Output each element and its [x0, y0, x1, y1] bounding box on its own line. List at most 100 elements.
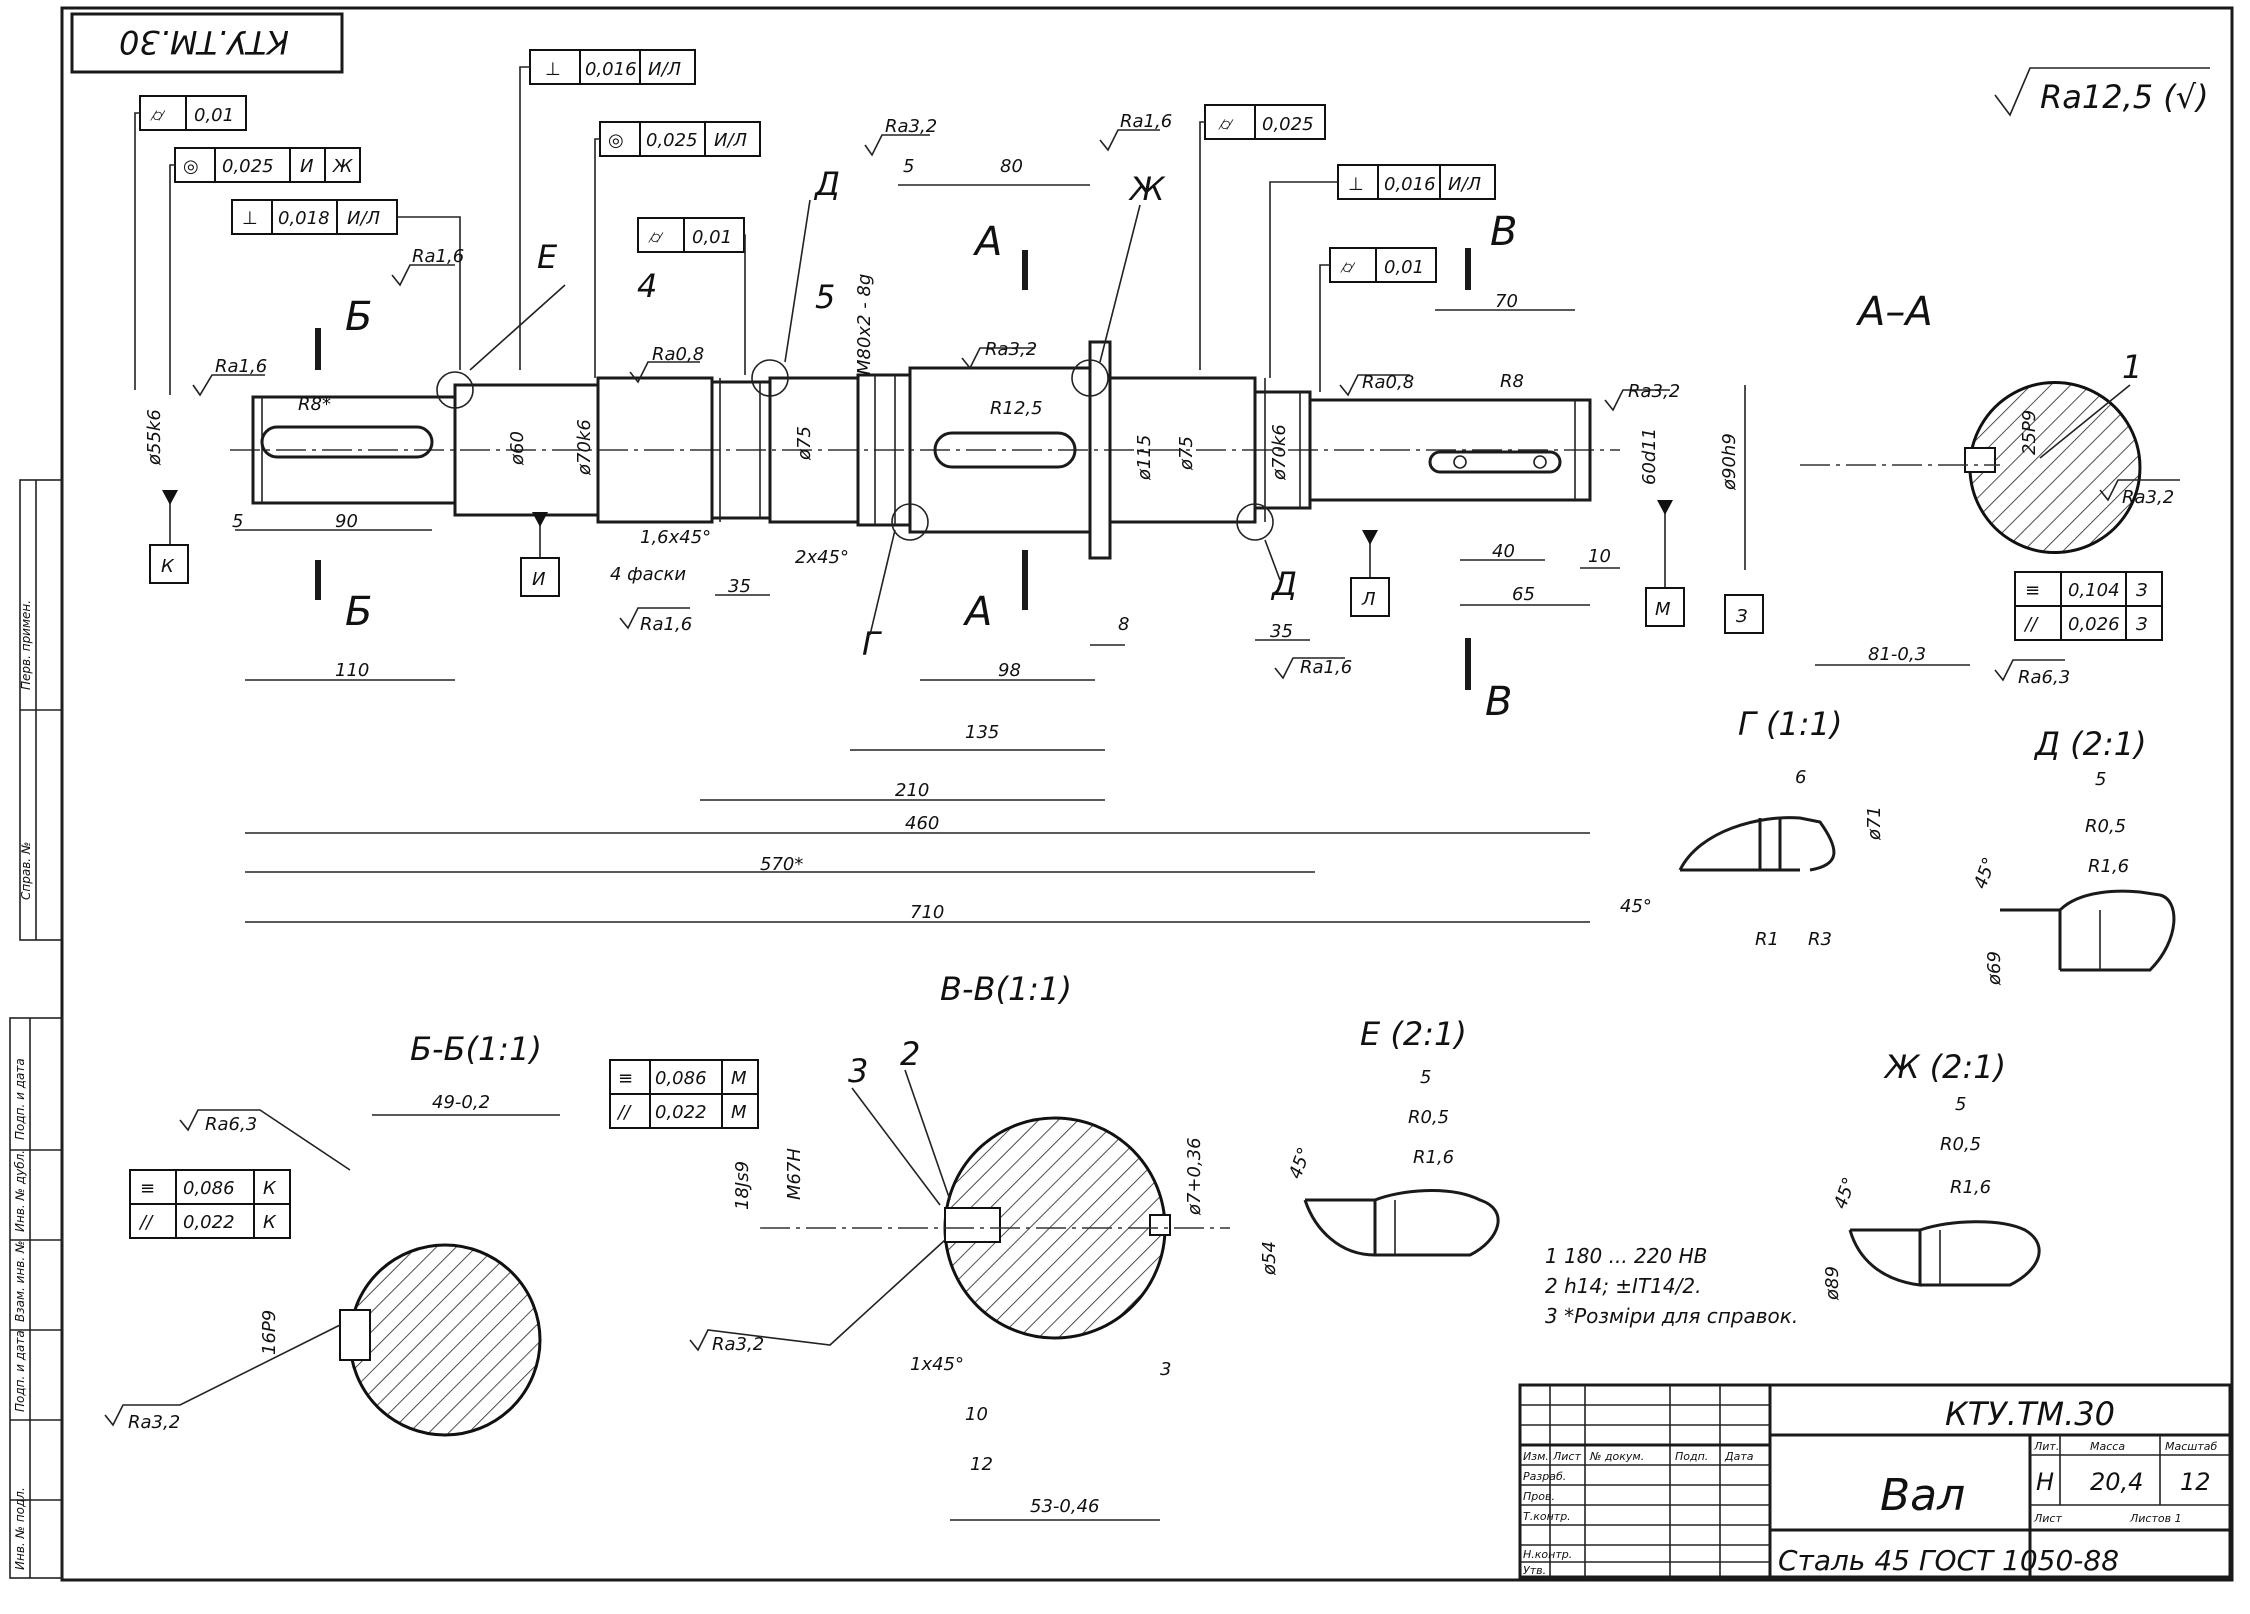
svg-text:210: 210 [895, 780, 929, 801]
svg-text:К: К [263, 1212, 277, 1233]
svg-text:81-0,3: 81-0,3 [1868, 644, 1926, 665]
detail-circle-zh [1071, 359, 1109, 397]
svg-text:2: 2 [900, 1035, 920, 1073]
svg-text:Е (2:1): Е (2:1) [1360, 1015, 1467, 1053]
svg-text:И/Л: И/Л [1448, 174, 1482, 195]
svg-text:З: З [1736, 606, 1748, 627]
svg-text:53-0,46: 53-0,46 [1030, 1496, 1099, 1517]
svg-text:0,025: 0,025 [1262, 114, 1314, 135]
side-strip-label-3: Подп. и дата [13, 1058, 27, 1140]
svg-text:135: 135 [965, 722, 999, 743]
svg-text:0,01: 0,01 [194, 105, 234, 126]
shaft-main-view [230, 340, 1620, 560]
svg-text:Подп.: Подп. [1675, 1450, 1708, 1463]
svg-text:35: 35 [1270, 621, 1293, 642]
svg-text:ø89: ø89 [1822, 1266, 1843, 1301]
svg-text:ø90h9: ø90h9 [1719, 433, 1740, 491]
svg-text:5: 5 [903, 156, 914, 177]
svg-text:110: 110 [335, 660, 369, 681]
svg-text:ø55k6: ø55k6 [144, 409, 165, 466]
svg-text:Ra0,8: Ra0,8 [1362, 372, 1414, 393]
svg-text:Лист: Лист [1552, 1450, 1581, 1463]
section-label-a1: А [972, 219, 1002, 265]
svg-text:98: 98 [998, 660, 1021, 681]
svg-text:Б-Б(1:1): Б-Б(1:1) [410, 1030, 542, 1068]
svg-text:Лист: Лист [2033, 1512, 2062, 1525]
svg-text:1,6x45°: 1,6x45° [640, 527, 711, 548]
svg-text:R12,5: R12,5 [990, 398, 1043, 419]
svg-text:Утв.: Утв. [1523, 1564, 1546, 1577]
side-strip-label-7: Инв. № подл. [13, 1487, 27, 1570]
svg-text:40: 40 [1492, 541, 1515, 562]
svg-text:0,025: 0,025 [222, 156, 274, 177]
svg-text:Ra1,6: Ra1,6 [640, 614, 692, 635]
title-material: Сталь 45 ГОСТ 1050-88 [1778, 1544, 2119, 1577]
svg-text:Ra6,3: Ra6,3 [2018, 667, 2070, 688]
title-block: Изм. Лист № докум. Подп. Дата Разраб. Пр… [1518, 1383, 2232, 1579]
keyway-left [260, 425, 434, 459]
svg-text://: // [138, 1212, 154, 1233]
svg-text:0,086: 0,086 [655, 1068, 707, 1089]
svg-text:R8*: R8* [298, 394, 331, 415]
svg-text:⊥: ⊥ [242, 208, 258, 229]
base-i: И [532, 569, 545, 590]
svg-text:ø75: ø75 [1176, 436, 1197, 471]
svg-text:ø54: ø54 [1259, 1241, 1280, 1276]
svg-text:0,01: 0,01 [692, 227, 732, 248]
svg-text:⊥: ⊥ [545, 59, 561, 80]
svg-text:10: 10 [965, 1404, 988, 1425]
svg-text:И/Л: И/Л [648, 59, 682, 80]
svg-text:Ra1,6: Ra1,6 [1120, 111, 1172, 132]
svg-text:25P9: 25P9 [2019, 410, 2040, 455]
svg-text:ø115: ø115 [1134, 435, 1155, 481]
svg-text:В-В(1:1): В-В(1:1) [940, 970, 1072, 1008]
svg-text:35: 35 [728, 576, 751, 597]
svg-text:R0,5: R0,5 [2085, 816, 2126, 837]
svg-text:70: 70 [1495, 291, 1518, 312]
svg-text:45°: 45° [1970, 855, 2001, 892]
side-strip: Перв. примен. Справ. № Подп. и дата Инв.… [9, 479, 63, 1579]
detail-zh: Ж (2:1) 5 R0,5 R1,6 45° ø89 [1822, 1048, 2041, 1301]
svg-text:R3: R3 [1808, 929, 1832, 950]
svg-text:45°: 45° [1620, 896, 1652, 917]
svg-text:12: 12 [2180, 1468, 2211, 1496]
svg-text:З: З [2136, 580, 2148, 601]
leader-label-5: 5 [815, 278, 835, 316]
svg-text:5: 5 [2095, 769, 2106, 790]
detail-d: Д (2:1) 5 R0,5 R1,6 45° ø69 [1970, 725, 2176, 986]
section-label-v2: В [1485, 679, 1512, 725]
svg-text:Разраб.: Разраб. [1523, 1470, 1566, 1483]
svg-text:R1,6: R1,6 [1413, 1147, 1454, 1168]
svg-text:З: З [2136, 614, 2148, 635]
leader-label-zh: Ж [1128, 170, 1166, 208]
svg-text:20,4: 20,4 [2090, 1468, 2143, 1496]
svg-text:0,016: 0,016 [585, 59, 637, 80]
svg-text:0,01: 0,01 [1384, 257, 1424, 278]
svg-text:R0,5: R0,5 [1940, 1134, 1981, 1155]
svg-text:0,022: 0,022 [655, 1102, 707, 1123]
svg-text:Ra3,2: Ra3,2 [128, 1412, 180, 1433]
general-roughness: Ra12,5 (√) [1994, 67, 2210, 117]
svg-text:Ra3,2: Ra3,2 [2122, 487, 2174, 508]
keyway-middle [933, 431, 1077, 469]
title-name: Вал [1880, 1470, 1965, 1521]
leader-label-d-bot: Д [1270, 565, 1297, 603]
svg-text:ø75: ø75 [794, 426, 815, 461]
leader-label-e: Е [537, 238, 558, 276]
side-strip-label-6: Подп. и дата [13, 1330, 27, 1412]
svg-text:Лит.: Лит. [2033, 1440, 2059, 1453]
svg-text:3: 3 [848, 1052, 868, 1090]
detail-circle-5 [751, 359, 789, 397]
svg-text:8: 8 [1118, 614, 1129, 635]
svg-text:R1,6: R1,6 [1950, 1177, 1991, 1198]
title-code: КТУ.ТМ.30 [1945, 1395, 2115, 1433]
section-label-v1: В [1490, 209, 1517, 255]
svg-text:ø7+0,36: ø7+0,36 [1184, 1137, 1205, 1216]
svg-text:0,016: 0,016 [1384, 174, 1436, 195]
svg-text:⊥: ⊥ [1348, 174, 1364, 195]
svg-text:2x45°: 2x45° [795, 547, 849, 568]
svg-text:0,018: 0,018 [278, 208, 330, 229]
